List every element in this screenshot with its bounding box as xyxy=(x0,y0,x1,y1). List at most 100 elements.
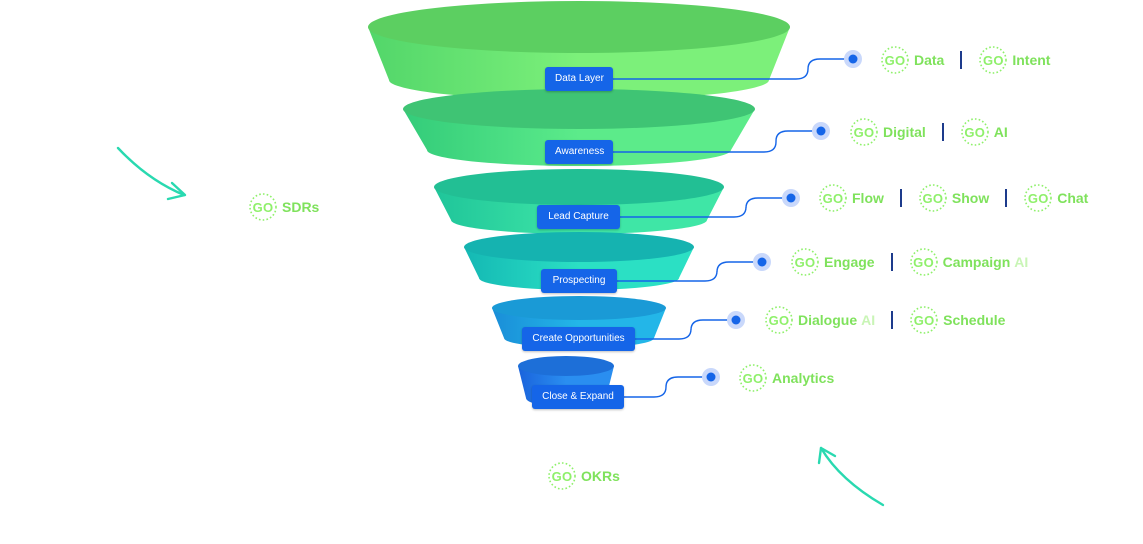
product-name: Analytics xyxy=(772,370,835,386)
go-badge-icon: GO xyxy=(818,183,848,213)
go-badge-text: GO xyxy=(768,312,790,328)
go-badge-text: GO xyxy=(742,370,764,386)
funnel-layer-top xyxy=(403,89,755,129)
stage-products: GO Data GO Intent xyxy=(880,45,1050,75)
product-name: Flow xyxy=(852,190,884,206)
product-item[interactable]: GO Intent xyxy=(978,45,1050,75)
go-badge-icon: GO xyxy=(918,183,948,213)
go-badge-text: GO xyxy=(982,52,1004,68)
go-badge-icon: GO xyxy=(909,247,939,277)
stage-label[interactable]: Close & Expand xyxy=(532,385,624,409)
stage-label[interactable]: Data Layer xyxy=(545,67,613,91)
product-suffix: AI xyxy=(1014,254,1029,270)
go-badge-icon: GO xyxy=(1023,183,1053,213)
stage-label[interactable]: Lead Capture xyxy=(537,205,620,229)
product-name: AI xyxy=(993,124,1008,140)
go-badge-text: GO xyxy=(913,254,934,270)
product-separator xyxy=(941,123,944,141)
go-badge-icon: GO xyxy=(547,461,577,491)
go-badge-text: GO xyxy=(822,190,844,206)
connector-line xyxy=(613,130,821,153)
connector-dot xyxy=(786,193,796,203)
product-name: OKRs xyxy=(581,468,620,484)
product-name: Dialogue xyxy=(798,312,858,328)
product-separator xyxy=(899,189,902,207)
connector-line xyxy=(635,319,736,340)
product-separator xyxy=(891,311,894,329)
connector-dot xyxy=(816,126,826,136)
go-badge-text: GO xyxy=(964,124,986,140)
go-badge-icon: GO xyxy=(960,117,990,147)
product-item[interactable]: GO SDRs xyxy=(248,192,319,222)
stage-products: GO Flow GO Show GO Chat xyxy=(818,183,1088,213)
product-item[interactable]: GO Chat xyxy=(1023,183,1088,213)
product-item[interactable]: GO OKRs xyxy=(547,461,620,491)
product-name: Schedule xyxy=(943,312,1006,328)
sdrs-item: GO SDRs xyxy=(248,192,319,222)
product-item[interactable]: GO Data xyxy=(880,45,944,75)
funnel-layer-top xyxy=(434,169,724,205)
go-badge-text: GO xyxy=(1027,190,1049,206)
connector-dot xyxy=(731,315,741,325)
product-item[interactable]: GO Show xyxy=(918,183,989,213)
go-badge-text: GO xyxy=(794,254,816,270)
go-badge-text: GO xyxy=(922,190,944,206)
product-separator xyxy=(1005,189,1008,207)
product-item[interactable]: GO Schedule xyxy=(909,305,1005,335)
funnel-layer-1 xyxy=(368,1,790,100)
go-badge-icon: GO xyxy=(849,117,879,147)
go-badge-text: GO xyxy=(853,124,875,140)
go-badge-text: GO xyxy=(884,52,906,68)
product-item[interactable]: GO AI xyxy=(960,117,1008,147)
connector-line xyxy=(617,261,762,282)
funnel-layer-top xyxy=(368,1,790,53)
go-badge-icon: GO xyxy=(790,247,820,277)
connector-dot xyxy=(757,257,767,267)
funnel-layer-4 xyxy=(464,232,694,290)
product-separator xyxy=(890,253,893,271)
go-badge-icon: GO xyxy=(978,45,1008,75)
product-item[interactable]: GO Engage xyxy=(790,247,875,277)
funnel-layer-top xyxy=(518,356,614,376)
okrs-item: GO OKRs xyxy=(547,461,620,491)
product-item[interactable]: GO Digital xyxy=(849,117,926,147)
connector-line xyxy=(624,376,711,398)
product-name: Intent xyxy=(1012,52,1051,68)
arrow-right-icon xyxy=(817,446,885,507)
go-badge-text: GO xyxy=(551,468,573,484)
funnel-layer-top xyxy=(464,232,694,262)
go-badge-text: GO xyxy=(252,199,274,215)
go-badge-icon: GO xyxy=(909,305,939,335)
product-separator xyxy=(960,51,963,69)
product-item[interactable]: GO Flow xyxy=(818,183,884,213)
product-item[interactable]: GO Analytics xyxy=(738,363,834,393)
product-name: Show xyxy=(951,190,990,206)
stage-products: GO Analytics xyxy=(738,363,834,393)
go-badge-icon: GO xyxy=(248,192,278,222)
product-name: SDRs xyxy=(282,199,320,215)
connector-line xyxy=(620,197,791,218)
arrow-left-icon xyxy=(116,146,187,201)
funnel-layer-top xyxy=(492,296,666,320)
product-name: Engage xyxy=(824,254,875,270)
go-badge-icon: GO xyxy=(880,45,910,75)
product-name: Data xyxy=(914,52,945,68)
product-suffix: AI xyxy=(861,312,876,328)
connector-dot xyxy=(848,54,858,64)
connector-dot xyxy=(706,372,716,382)
go-badge-icon: GO xyxy=(764,305,794,335)
product-name: Chat xyxy=(1057,190,1089,206)
stage-products: GO Digital GO AI xyxy=(849,117,1008,147)
go-badge-text: GO xyxy=(913,312,935,328)
product-name: Campaign xyxy=(942,254,1011,270)
connector-line xyxy=(613,58,853,80)
stage-label[interactable]: Create Opportunities xyxy=(522,327,635,351)
product-name: Digital xyxy=(883,124,926,140)
stage-label[interactable]: Awareness xyxy=(545,140,613,164)
go-badge-icon: GO xyxy=(738,363,768,393)
stage-label[interactable]: Prospecting xyxy=(541,269,617,293)
